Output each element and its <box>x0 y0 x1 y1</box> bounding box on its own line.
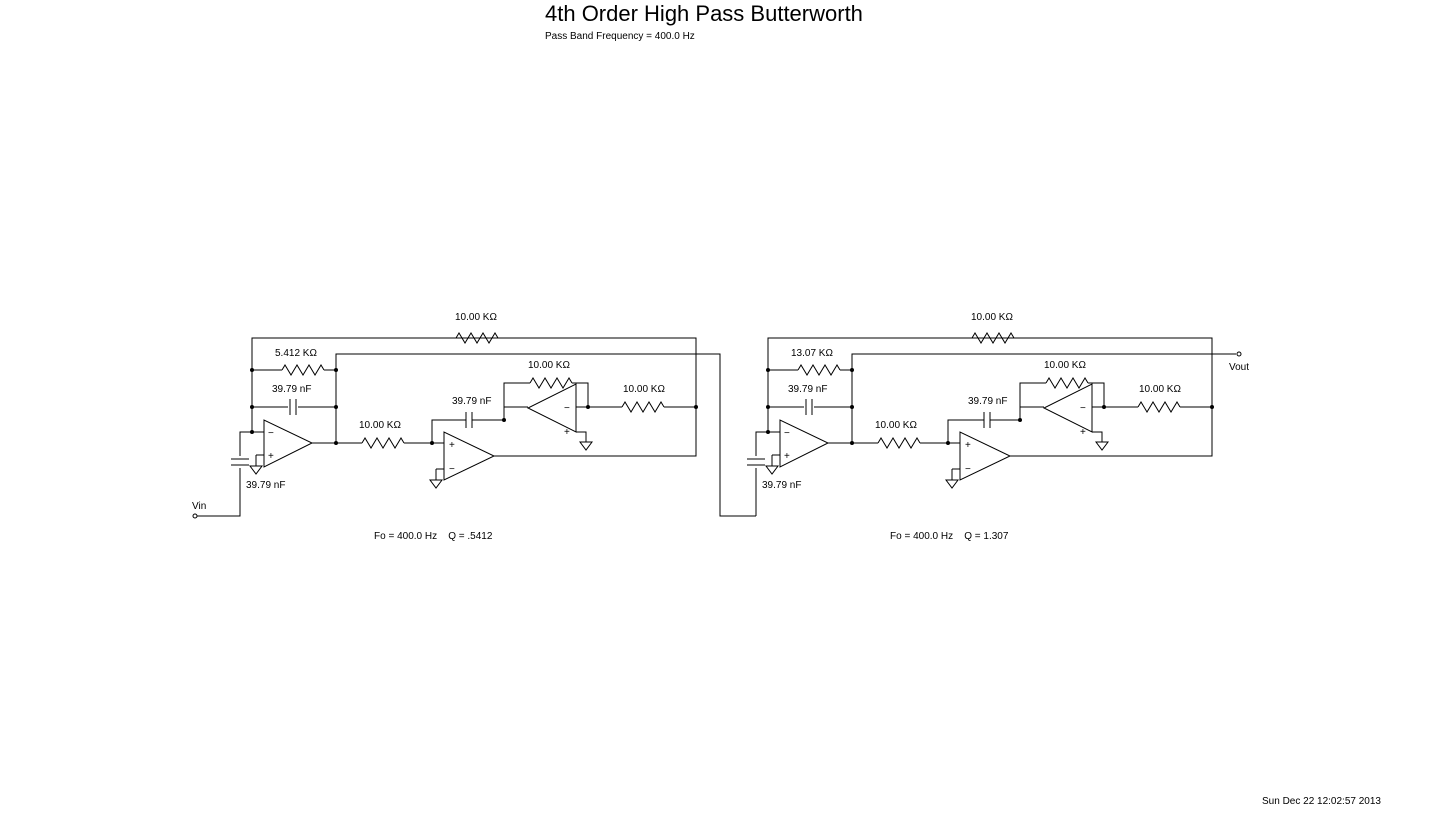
label-c-feedback-2: 39.79 nF <box>788 384 827 395</box>
svg-text:+: + <box>784 451 790 462</box>
ground-icon <box>579 441 593 451</box>
wire <box>335 353 756 517</box>
resistor-input-feedback-2 <box>797 364 841 376</box>
wire <box>252 369 336 408</box>
svg-text:−: − <box>564 403 570 414</box>
resistor-outer-feedback-2 <box>971 332 1015 344</box>
opamp-4 <box>779 419 830 468</box>
ground-icon <box>945 479 959 489</box>
resistor-input-feedback-1 <box>281 364 325 376</box>
opamp-2 <box>443 431 496 481</box>
label-r-inverter-feedback-2: 10.00 KΩ <box>1044 360 1086 371</box>
vout-label: Vout <box>1229 362 1249 373</box>
opamp-5 <box>959 431 1012 481</box>
filter-stage-2: − + + − − + <box>747 332 1242 516</box>
wire <box>503 382 589 442</box>
wire <box>239 431 252 456</box>
capacitor-input-2 <box>747 458 765 466</box>
label-r-outer-feedback-2: 10.00 KΩ <box>971 312 1013 323</box>
ground-icon <box>1095 441 1109 451</box>
label-r-input-feedback-2: 13.07 KΩ <box>791 348 833 359</box>
ground-icon <box>249 465 263 475</box>
opamp-6 <box>1042 383 1093 433</box>
svg-text:+: + <box>965 440 971 451</box>
capacitor-input-1 <box>231 458 249 466</box>
vout-terminal <box>1236 351 1242 357</box>
capacitor-integrator-1 <box>465 412 473 428</box>
stage-summary-2: Fo = 400.0 Hz Q = 1.307 <box>890 531 1009 542</box>
label-r-series-1: 10.00 KΩ <box>359 420 401 431</box>
svg-text:+: + <box>564 427 570 438</box>
label-r-input-feedback-1: 5.412 KΩ <box>275 348 317 359</box>
wire <box>768 431 780 466</box>
vin-label: Vin <box>192 501 206 512</box>
resistor-series-1 <box>361 437 405 449</box>
wire <box>435 468 444 480</box>
svg-text:+: + <box>1080 427 1086 438</box>
opamp-1 <box>263 419 314 468</box>
wire <box>312 406 528 444</box>
wire <box>768 369 852 408</box>
vin-terminal <box>192 513 198 519</box>
resistor-series-2 <box>877 437 921 449</box>
resistor-inverter-feedback-1 <box>529 377 573 389</box>
resistor-inverter-out-1 <box>621 401 665 413</box>
wire <box>1019 382 1105 442</box>
capacitor-feedback-1 <box>289 399 297 415</box>
label-c-input-1: 39.79 nF <box>246 480 285 491</box>
label-c-feedback-1: 39.79 nF <box>272 384 311 395</box>
svg-text:−: − <box>784 428 790 439</box>
diagram-title: 4th Order High Pass Butterworth <box>545 1 863 26</box>
stage-summary-1: Fo = 400.0 Hz Q = .5412 <box>374 531 493 542</box>
label-c-input-2: 39.79 nF <box>762 480 801 491</box>
label-c-integrator-2: 39.79 nF <box>968 396 1007 407</box>
svg-text:+: + <box>449 440 455 451</box>
ground-icon <box>429 479 443 489</box>
svg-text:−: − <box>268 428 274 439</box>
resistor-inverter-feedback-2 <box>1045 377 1089 389</box>
svg-text:−: − <box>449 464 455 475</box>
timestamp: Sun Dec 22 12:02:57 2013 <box>1262 796 1381 807</box>
label-r-inverter-out-2: 10.00 KΩ <box>1139 384 1181 395</box>
ground-icon <box>765 465 779 475</box>
svg-text:−: − <box>965 464 971 475</box>
wire <box>197 468 241 517</box>
resistor-outer-feedback-1 <box>455 332 499 344</box>
capacitor-integrator-2 <box>983 412 991 428</box>
wire <box>252 431 264 466</box>
filter-stage-1: − + + − − + <box>192 332 756 519</box>
label-r-inverter-feedback-1: 10.00 KΩ <box>528 360 570 371</box>
opamp-3 <box>526 383 577 433</box>
wire <box>951 468 960 480</box>
diagram-subtitle: Pass Band Frequency = 400.0 Hz <box>545 31 695 42</box>
label-c-integrator-1: 39.79 nF <box>452 396 491 407</box>
label-r-inverter-out-1: 10.00 KΩ <box>623 384 665 395</box>
label-r-outer-feedback-1: 10.00 KΩ <box>455 312 497 323</box>
svg-text:+: + <box>268 451 274 462</box>
wire <box>828 406 1044 444</box>
wire <box>755 431 768 456</box>
capacitor-feedback-2 <box>805 399 813 415</box>
label-r-series-2: 10.00 KΩ <box>875 420 917 431</box>
svg-text:−: − <box>1080 403 1086 414</box>
resistor-inverter-out-2 <box>1137 401 1181 413</box>
